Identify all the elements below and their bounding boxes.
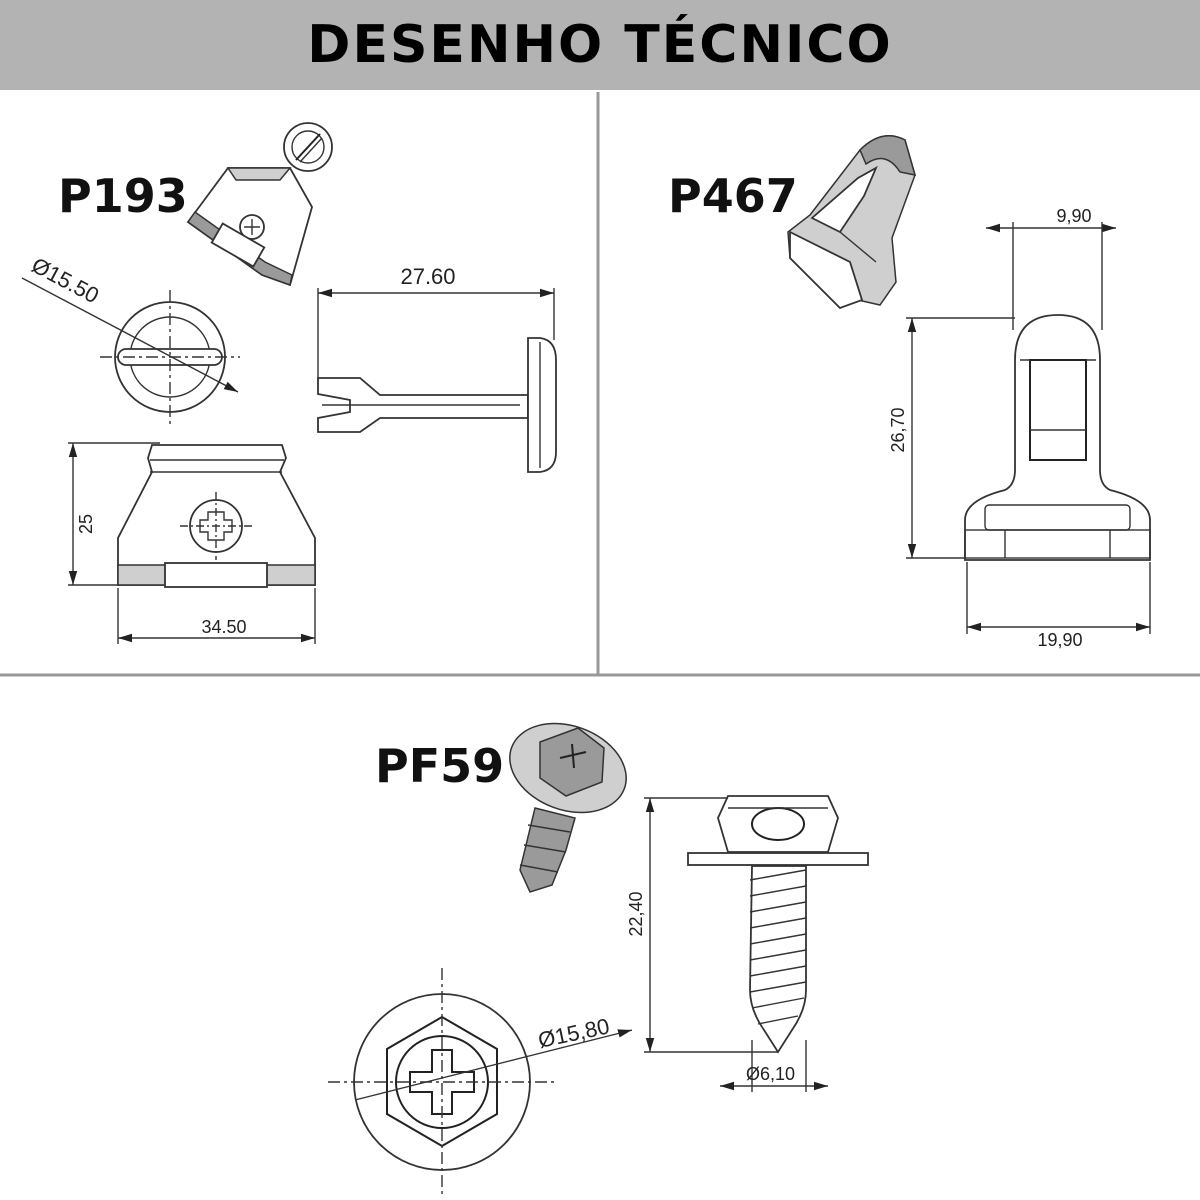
pf59-thread-label: Ø6,10 (746, 1064, 795, 1084)
p193-washer-3d-view (283, 122, 333, 172)
part-p467: P467 9,90 26,70 (668, 135, 1151, 650)
pf59-3d-view (509, 722, 627, 893)
part-code-p193: P193 (58, 169, 188, 223)
p467-height-label: 26,70 (888, 407, 908, 452)
p193-body-3d-view (186, 167, 313, 287)
p193-body-view: 25 34.50 (68, 442, 316, 644)
p467-3d-view (787, 135, 917, 310)
pf59-diameter-label: Ø15,80 (536, 1013, 612, 1052)
p193-diameter-value: 15.50 (43, 260, 103, 308)
p467-top-width-label: 9,90 (1056, 206, 1091, 226)
p193-length-label: 27.60 (400, 264, 455, 289)
page-title: DESENHO TÉCNICO (307, 15, 893, 75)
pf59-top-view: Ø15,80 (328, 968, 633, 1196)
part-code-pf59: PF59 (375, 739, 504, 793)
p193-width-label: 34.50 (201, 617, 246, 637)
p193-side-view: 27.60 (317, 264, 557, 473)
p467-front-view: 9,90 26,70 19,90 (888, 206, 1151, 650)
pf59-height-label: 22,40 (626, 891, 646, 936)
pf59-thread-value: 6,10 (760, 1064, 795, 1084)
title-banner: DESENHO TÉCNICO (0, 0, 1200, 90)
p193-front-view: Ø15.50 (21, 252, 240, 424)
pf59-side-view: 22,40 Ø6,10 (626, 795, 869, 1092)
p193-height-label: 25 (76, 514, 96, 534)
part-pf59: PF59 Ø15,80 (328, 722, 869, 1196)
pf59-diameter-value: 15,80 (553, 1013, 612, 1049)
part-code-p467: P467 (668, 169, 798, 223)
p193-diameter-label: Ø15.50 (28, 252, 103, 308)
part-p193: P193 Ø15.50 (21, 122, 557, 644)
p467-base-width-label: 19,90 (1037, 630, 1082, 650)
